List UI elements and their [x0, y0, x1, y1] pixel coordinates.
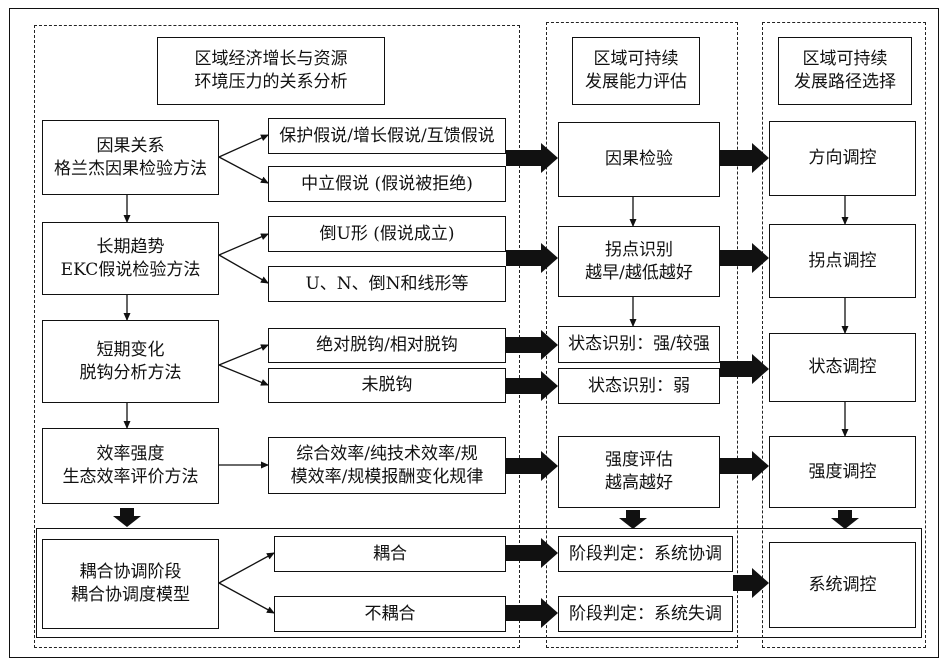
path-intensity-box: 强度调控	[769, 436, 916, 508]
assess-intensity-note: 越高越好	[605, 473, 673, 493]
result-neutral-hypothesis: 中立假说 (假说被拒绝)	[301, 173, 473, 194]
analysis-header-line2: 环境压力的关系分析	[194, 72, 348, 92]
path-direction-box: 方向调控	[769, 121, 916, 196]
assess-intensity-title: 强度评估	[605, 450, 673, 470]
block-arrow	[720, 354, 769, 384]
assess-turning-point-title: 拐点识别	[605, 239, 673, 260]
branch-arrow	[218, 552, 275, 584]
result-efficiency-box: 综合效率/纯技术效率/规 模效率/规模报酬变化规律	[268, 437, 506, 494]
path-intensity: 强度调控	[808, 461, 877, 482]
result-causality-hypotheses: 保护假说/增长假说/互馈假说	[279, 125, 495, 146]
result-not-coupled: 不耦合	[364, 603, 416, 624]
block-arrow	[506, 243, 558, 273]
branch-arrow	[218, 134, 269, 158]
result-coupled: 耦合	[373, 543, 407, 564]
result-decoupling-box: 绝对脱钩/相对脱钩	[268, 328, 506, 363]
method-decoupling-box: 短期变化 脱钩分析方法	[42, 320, 219, 403]
branch-arrow	[218, 233, 269, 256]
method-coupling-box: 耦合协调阶段 耦合协调度模型	[42, 539, 219, 629]
result-inverted-u-box: 倒U形 (假说成立)	[268, 216, 506, 252]
method-efficiency-box: 效率强度 生态效率评价方法	[42, 428, 219, 504]
method-efficiency-title: 效率强度	[96, 444, 165, 464]
path-turning: 拐点调控	[808, 250, 877, 271]
assess-stage-discoord-box: 阶段判定：系统失调	[558, 596, 733, 632]
path-turning-box: 拐点调控	[769, 224, 916, 298]
result-efficiency-line2: 模效率/规模报酬变化规律	[290, 466, 484, 487]
result-inverted-u: 倒U形 (假说成立)	[319, 223, 455, 244]
assess-state-strong: 状态识别：强/较强	[568, 334, 710, 354]
path-header-line2: 发展路径选择	[794, 72, 896, 92]
path-group-frame	[762, 22, 926, 648]
assess-turning-point-note: 越早/越低越好	[585, 262, 693, 283]
branch-arrow	[218, 156, 269, 184]
block-arrow	[506, 598, 558, 628]
result-decoupling: 绝对脱钩/相对脱钩	[316, 335, 458, 355]
method-ekc-box: 长期趋势 EKC假说检验方法	[42, 222, 219, 295]
result-other-shapes: U、N、倒N和线形等	[305, 273, 469, 294]
outer-frame	[9, 8, 939, 658]
assessment-header-line2: 发展能力评估	[585, 72, 687, 92]
block-arrow	[506, 451, 558, 481]
down-block-arrow	[113, 508, 141, 527]
path-system: 系统调控	[808, 574, 877, 595]
result-other-shapes-box: U、N、倒N和线形等	[268, 266, 506, 302]
result-neutral-hypothesis-box: 中立假说 (假说被拒绝)	[268, 166, 506, 202]
block-arrow	[506, 538, 558, 568]
method-coupling-title: 耦合协调阶段	[79, 562, 182, 582]
coupling-row-frame	[36, 528, 922, 638]
assess-stage-coord: 阶段判定：系统协调	[569, 543, 722, 564]
path-header: 区域可持续 发展路径选择	[778, 37, 912, 105]
block-arrow	[720, 451, 769, 481]
block-arrow	[720, 143, 769, 173]
analysis-header-line1: 区域经济增长与资源	[194, 49, 348, 69]
branch-arrow	[218, 254, 269, 284]
block-arrow	[733, 568, 769, 598]
path-direction: 方向调控	[808, 148, 877, 168]
assess-stage-discoord: 阶段判定：系统失调	[569, 603, 722, 624]
method-ekc-subtitle: EKC假说检验方法	[60, 259, 201, 280]
method-causality-subtitle: 格兰杰因果检验方法	[54, 158, 207, 179]
method-causality-box: 因果关系 格兰杰因果检验方法	[42, 120, 219, 195]
method-coupling-subtitle: 耦合协调度模型	[71, 585, 190, 605]
assessment-header: 区域可持续 发展能力评估	[572, 37, 700, 105]
assess-turning-point-box: 拐点识别 越早/越低越好	[558, 226, 720, 297]
assess-causality-test-box: 因果检验	[558, 122, 720, 197]
path-system-box: 系统调控	[769, 542, 916, 628]
block-arrow	[506, 371, 558, 401]
result-coupled-box: 耦合	[274, 536, 506, 572]
assess-state-strong-box: 状态识别：强/较强	[558, 326, 720, 363]
method-ekc-title: 长期趋势	[96, 236, 165, 257]
path-header-line1: 区域可持续	[802, 49, 888, 69]
method-decoupling-title: 短期变化	[96, 339, 165, 360]
assess-intensity-box: 强度评估 越高越好	[558, 436, 720, 508]
down-block-arrow	[831, 510, 859, 529]
branch-arrow	[218, 344, 269, 366]
assess-state-weak-box: 状态识别：弱	[558, 368, 720, 404]
result-efficiency-line1: 综合效率/纯技术效率/规	[296, 443, 478, 464]
method-causality-title: 因果关系	[96, 135, 165, 156]
down-block-arrow	[619, 510, 647, 529]
assess-causality-test: 因果检验	[605, 149, 673, 169]
block-arrow	[506, 330, 558, 360]
branch-arrow	[218, 582, 275, 614]
assess-stage-coord-box: 阶段判定：系统协调	[558, 536, 733, 572]
analysis-group-frame	[34, 25, 520, 648]
result-not-coupled-box: 不耦合	[274, 596, 506, 632]
block-arrow	[506, 143, 558, 173]
block-arrow	[720, 243, 769, 273]
method-decoupling-subtitle: 脱钩分析方法	[79, 362, 182, 383]
assessment-header-line1: 区域可持续	[593, 49, 679, 69]
analysis-header: 区域经济增长与资源 环境压力的关系分析	[157, 37, 385, 105]
assess-state-weak: 状态识别：弱	[588, 375, 690, 396]
path-state-box: 状态调控	[769, 333, 916, 402]
result-no-decoupling: 未脱钩	[361, 375, 413, 395]
branch-arrow	[218, 364, 269, 386]
path-state: 状态调控	[808, 357, 877, 377]
method-efficiency-subtitle: 生态效率评价方法	[62, 467, 199, 487]
result-causality-hypotheses-box: 保护假说/增长假说/互馈假说	[268, 118, 506, 154]
result-no-decoupling-box: 未脱钩	[268, 368, 506, 403]
